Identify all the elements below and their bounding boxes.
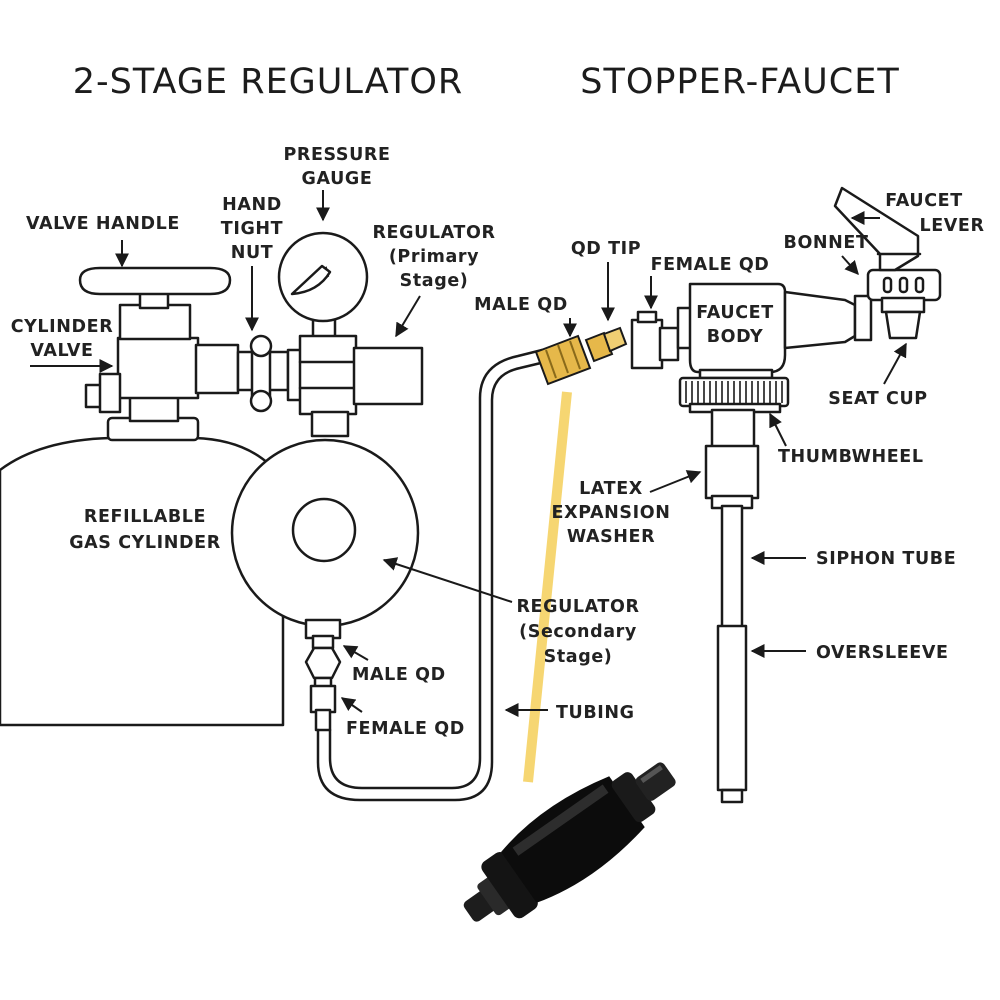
regulator-secondary-stage: [230, 438, 420, 650]
male-qd-brass: [534, 326, 628, 386]
svg-text:REGULATOR: REGULATOR: [372, 223, 495, 243]
pressure-gauge: [277, 231, 369, 340]
stopper-siphon: [704, 408, 760, 804]
svg-text:GAS CYLINDER: GAS CYLINDER: [69, 533, 221, 553]
label-pressure-gauge: PRESSURE GAUGE: [283, 145, 390, 189]
label-cylinder-valve: CYLINDER VALVE: [11, 317, 114, 361]
svg-text:LATEX: LATEX: [579, 479, 643, 499]
svg-text:WASHER: WASHER: [567, 527, 655, 547]
label-bonnet: BONNET: [784, 233, 869, 253]
svg-text:CYLINDER: CYLINDER: [11, 317, 114, 337]
label-faucet-body: FAUCET BODY: [696, 303, 774, 347]
svg-text:HAND: HAND: [222, 195, 282, 215]
svg-text:EXPANSION: EXPANSION: [552, 503, 671, 523]
svg-text:GAUGE: GAUGE: [302, 169, 373, 189]
label-faucet-lever: FAUCET LEVER: [885, 191, 984, 236]
label-thumbwheel: THUMBWHEEL: [778, 447, 924, 467]
svg-text:(Primary: (Primary: [389, 247, 479, 267]
hand-tight-nut: [236, 334, 290, 413]
yellow-highlight-stripe: [523, 391, 572, 783]
label-oversleeve: OVERSLEEVE: [816, 643, 949, 663]
label-male-qd-left: MALE QD: [352, 665, 446, 685]
svg-text:VALVE: VALVE: [30, 341, 93, 361]
label-regulator-primary: REGULATOR (Primary Stage): [372, 223, 495, 291]
label-latex-expansion-washer: LATEX EXPANSION WASHER: [552, 479, 671, 547]
valve-handle: [78, 266, 232, 310]
svg-text:NUT: NUT: [231, 243, 274, 263]
svg-text:LEVER: LEVER: [919, 216, 984, 236]
heading-2-stage-regulator: 2-STAGE REGULATOR: [73, 62, 463, 102]
svg-text:(Secondary: (Secondary: [519, 622, 637, 642]
faucet-body: [676, 282, 873, 380]
check-valve-part: [463, 762, 676, 922]
label-female-qd-right: FEMALE QD: [651, 255, 770, 275]
svg-text:Stage): Stage): [544, 647, 613, 667]
svg-text:FAUCET: FAUCET: [696, 303, 774, 323]
svg-text:REGULATOR: REGULATOR: [516, 597, 639, 617]
label-tubing: TUBING: [556, 703, 635, 723]
label-qd-tip: QD TIP: [571, 239, 641, 259]
svg-text:Stage): Stage): [400, 271, 469, 291]
svg-text:PRESSURE: PRESSURE: [283, 145, 390, 165]
female-qd-right: [630, 310, 680, 370]
left-quick-disconnects: [304, 646, 342, 732]
label-hand-tight-nut: HAND TIGHT NUT: [221, 195, 283, 263]
label-siphon-tube: SIPHON TUBE: [816, 549, 956, 569]
faucet-bonnet-lever: [833, 186, 942, 340]
cylinder-valve: [84, 303, 240, 414]
heading-stopper-faucet: STOPPER-FAUCET: [580, 62, 899, 102]
gas-tubing: [316, 348, 547, 802]
label-regulator-secondary: REGULATOR (Secondary Stage): [516, 597, 639, 667]
svg-text:FAUCET: FAUCET: [885, 191, 963, 211]
label-seat-cup: SEAT CUP: [828, 389, 927, 409]
regulator-primary-stage: [286, 334, 424, 438]
svg-text:TIGHT: TIGHT: [221, 219, 283, 239]
label-female-qd-left: FEMALE QD: [346, 719, 465, 739]
svg-text:REFILLABLE: REFILLABLE: [84, 507, 206, 527]
thumbwheel: [678, 376, 790, 414]
label-male-qd-right: MALE QD: [474, 295, 568, 315]
label-refillable-gas-cylinder: REFILLABLE GAS CYLINDER: [69, 507, 221, 553]
svg-text:BODY: BODY: [707, 327, 764, 347]
label-valve-handle: VALVE HANDLE: [26, 214, 180, 234]
leader-arrows: [30, 190, 907, 717]
